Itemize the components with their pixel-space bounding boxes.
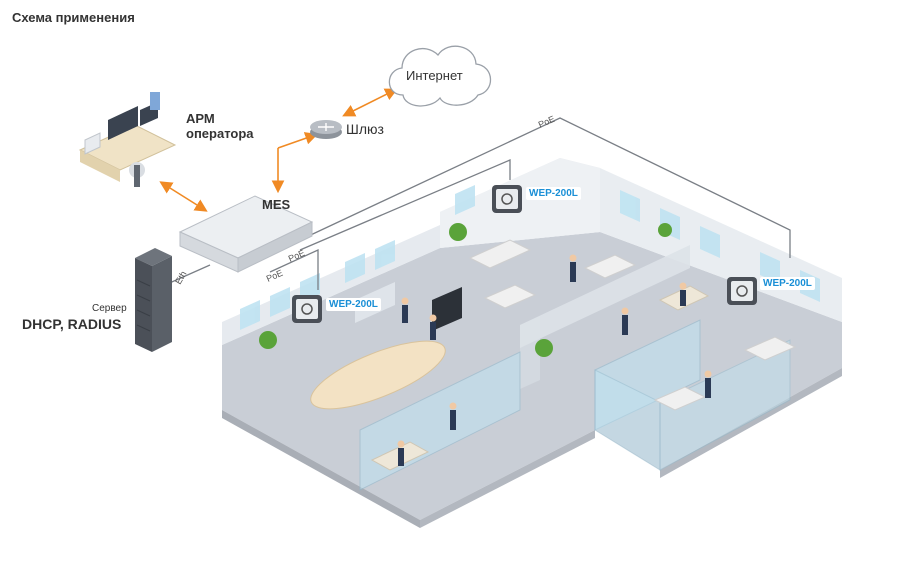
access-point-icon xyxy=(727,277,757,305)
access-point-icon xyxy=(292,295,322,323)
server-caption: Сервер xyxy=(92,303,127,314)
eth-cable xyxy=(164,264,211,286)
router-icon xyxy=(310,120,342,139)
workstation-label-line2: оператора xyxy=(186,126,254,141)
workstation-label-line1: АРМ xyxy=(186,111,215,126)
eth-label: Eth xyxy=(173,269,188,286)
gateway-label: Шлюз xyxy=(346,121,384,137)
internet-label: Интернет xyxy=(406,68,463,83)
server-label: DHCP, RADIUS xyxy=(22,316,122,332)
poe-label: PoE xyxy=(265,268,285,284)
connection-arrows xyxy=(159,88,398,212)
access-point-label: WEP-200L xyxy=(760,277,815,290)
workstation-icon xyxy=(78,92,177,187)
access-point-label: WEP-200L xyxy=(326,298,381,311)
switch-icon xyxy=(178,195,314,273)
page-title: Схема применения xyxy=(12,10,135,25)
access-point-label: WEP-200L xyxy=(526,187,581,200)
switch-label: MES xyxy=(262,197,291,212)
server-rack-icon xyxy=(135,248,172,352)
internet-cloud-icon xyxy=(388,45,492,107)
poe-label: PoE xyxy=(537,114,557,130)
poe-label: PoE xyxy=(287,248,307,264)
access-point-icon xyxy=(492,185,522,213)
poe-cables xyxy=(269,117,791,290)
office-floorplan xyxy=(222,158,842,528)
